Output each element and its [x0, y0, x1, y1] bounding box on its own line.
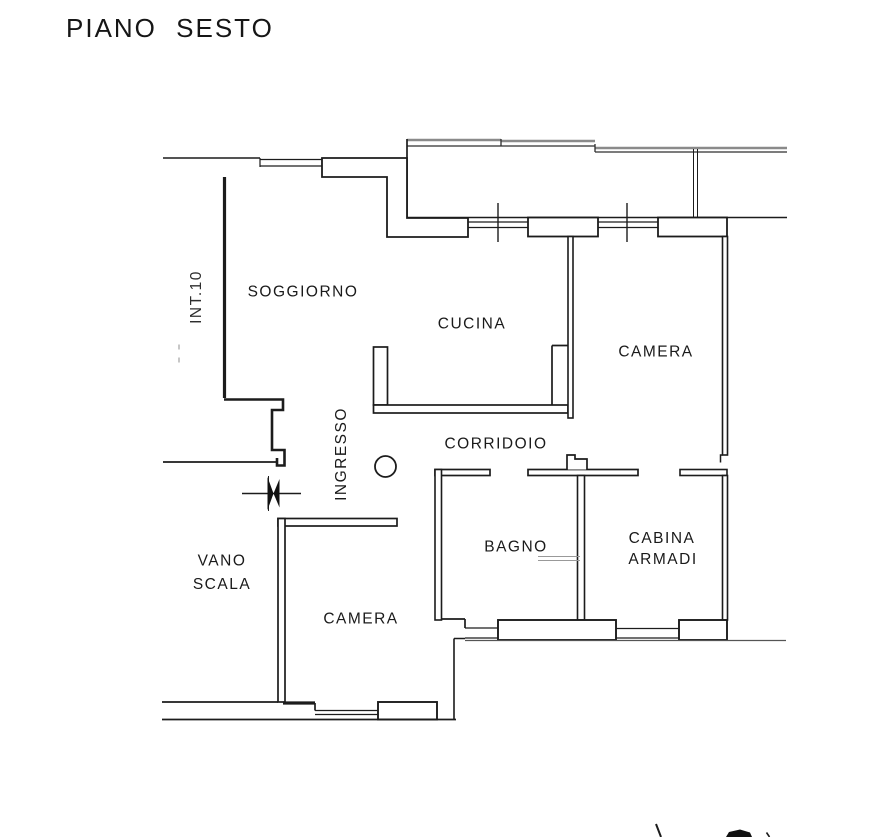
room-label-vano-line1: VANO — [198, 553, 247, 570]
room-label-soggiorno: SOGGIORNO — [248, 284, 359, 301]
west-wall-soggiorno — [163, 177, 286, 467]
column-marker — [374, 455, 397, 478]
room-label-cucina: CUCINA — [438, 316, 506, 333]
room-label-cabina-line2: ARMADI — [628, 551, 697, 568]
window-cucina — [468, 203, 528, 242]
room-label-camera-nord: CAMERA — [618, 344, 693, 361]
page-title: PIANO SESTO — [66, 13, 274, 43]
room-label-vano-line2: SCALA — [193, 576, 251, 593]
room-label-bagno: BAGNO — [484, 539, 547, 556]
room-label-cabina-line1: CABINA — [629, 530, 696, 547]
window-bagno — [465, 627, 498, 639]
south-wall-east-block — [441, 618, 786, 720]
vano-scala-lines — [162, 344, 456, 721]
window-cabina — [616, 627, 679, 639]
window-soggiorno — [259, 158, 323, 167]
bagno-radiator — [538, 555, 580, 562]
cucina-walls — [372, 235, 574, 419]
room-label-ingresso: INGRESSO — [333, 407, 350, 501]
window-camera-sud — [315, 709, 378, 716]
entry-door — [242, 476, 301, 511]
corridoio-walls — [434, 454, 639, 477]
north-wall — [163, 157, 728, 242]
unit-label: INT.10 — [188, 270, 205, 324]
cropped-bottom-marks — [655, 823, 771, 837]
room-label-camera-sud: CAMERA — [323, 611, 398, 628]
room-label-corridoio: CORRIDOIO — [444, 436, 547, 453]
camera-sud-walls — [277, 517, 438, 721]
terrace-parapet — [406, 138, 787, 219]
window-camera-nord — [598, 203, 658, 242]
